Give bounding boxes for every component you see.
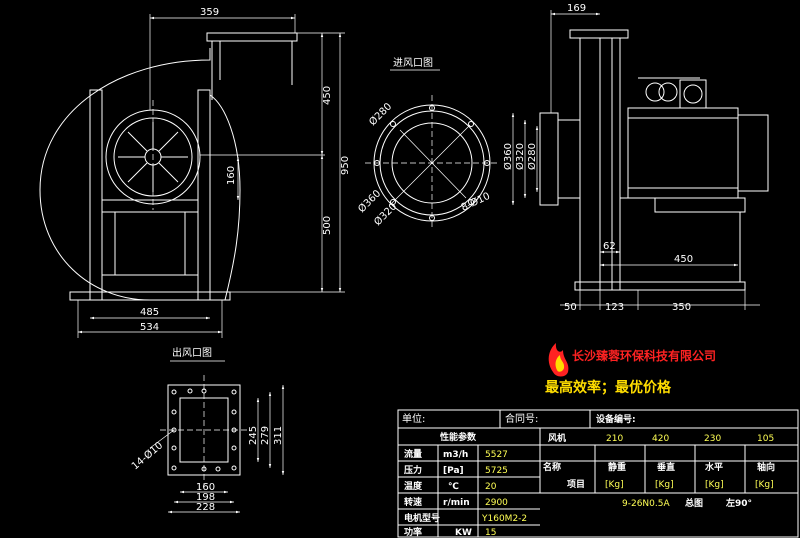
tb-weight-0: 210 xyxy=(606,434,623,444)
tb-row1-value: 5725 xyxy=(485,466,508,476)
tb-row5-unit: KW xyxy=(455,528,472,538)
inlet-view: 进风口图 Ø280 Ø360 Ø320 8-Ø10 xyxy=(356,57,500,230)
tb-row2-unit: ℃ xyxy=(448,482,459,492)
outlet-w3: 228 xyxy=(196,502,215,513)
tb-row4-value: Y160M2-2 xyxy=(481,514,527,524)
tb-device-label: 设备编号: xyxy=(596,413,636,425)
tb-rotation: 左90° xyxy=(725,497,752,509)
tb-row0-unit: m3/h xyxy=(443,450,468,460)
side-view: 169 Ø360 Ø320 Ø280 62 450 50 123 350 xyxy=(502,3,769,313)
flame-logo-icon xyxy=(548,343,569,377)
tb-item-label: 项目 xyxy=(567,479,585,490)
side-d1: Ø360 xyxy=(502,143,514,170)
side-left: 50 xyxy=(564,302,577,313)
tb-total-label: 总图 xyxy=(685,497,703,509)
tb-row3-value: 2900 xyxy=(485,498,508,508)
company-name: 长沙臻蓉环保科技有限公司 xyxy=(572,348,716,363)
inlet-holes: 8-Ø10 xyxy=(459,190,492,214)
outlet-title: 出风口图 xyxy=(172,346,212,359)
outlet-h1: 245 xyxy=(248,426,259,445)
side-offset: 62 xyxy=(603,241,616,252)
tb-weight-3: 105 xyxy=(757,434,774,444)
side-top-dim: 169 xyxy=(567,3,586,14)
tb-row0-value: 5527 xyxy=(485,450,508,460)
front-height-total: 950 xyxy=(340,156,351,175)
front-view: 359 450 950 500 160 485 534 xyxy=(39,7,351,338)
outlet-h3: 311 xyxy=(273,426,284,445)
side-d2: Ø320 xyxy=(514,143,526,170)
tb-wcol1-name: 垂直 xyxy=(657,461,675,473)
tb-row1-label: 压力 xyxy=(404,464,422,476)
inlet-d-outer: Ø360 xyxy=(356,188,384,216)
company-slogan: 最高效率；最优价格 xyxy=(545,379,672,396)
tb-perf-header: 性能参数 xyxy=(440,431,477,443)
tb-row0-label: 流量 xyxy=(404,448,422,460)
tb-row5-value: 15 xyxy=(485,528,496,538)
tb-row3-unit: r/min xyxy=(443,498,470,508)
front-top-dim: 359 xyxy=(200,7,219,18)
inlet-title: 进风口图 xyxy=(393,57,433,69)
outlet-holes: 14-Ø10 xyxy=(129,439,165,472)
tb-wcol3-name: 轴向 xyxy=(757,461,775,473)
tb-wcol0-unit: [Kg] xyxy=(605,480,624,490)
tb-weight-1: 420 xyxy=(652,434,669,444)
tb-wcol2-unit: [Kg] xyxy=(705,480,724,490)
front-hub-dim: 160 xyxy=(226,166,237,185)
tb-name-label: 名称 xyxy=(543,461,561,473)
outlet-w1: 160 xyxy=(196,482,215,493)
tb-fan-label: 风机 xyxy=(548,432,566,444)
front-base-inner: 485 xyxy=(140,307,159,318)
tb-contract-label: 合同号: xyxy=(505,412,538,425)
tb-row5-label: 功率 xyxy=(404,526,422,538)
front-height-lower: 500 xyxy=(322,216,333,235)
outlet-view: 出风口图 245 279 311 160 198 228 14-Ø10 xyxy=(129,346,285,514)
tb-wcol1-unit: [Kg] xyxy=(655,480,674,490)
tb-weight-2: 230 xyxy=(704,434,721,444)
outlet-h2: 279 xyxy=(260,426,271,445)
tb-model: 9-26N0.5A xyxy=(622,499,670,509)
side-right: 350 xyxy=(672,302,691,313)
front-base-outer: 534 xyxy=(140,322,159,333)
outlet-w2: 198 xyxy=(196,492,215,503)
side-length: 450 xyxy=(674,254,693,265)
company-block: 长沙臻蓉环保科技有限公司 最高效率；最优价格 xyxy=(545,343,716,396)
tb-row2-label: 温度 xyxy=(404,480,423,492)
tb-row1-unit: [Pa] xyxy=(443,466,464,476)
tb-unit-label: 单位: xyxy=(402,412,425,425)
side-mid: 123 xyxy=(605,302,624,313)
title-block: 单位: 合同号: 设备编号: 性能参数 风机 流量 m3/h 5527 压力 [… xyxy=(397,409,799,538)
tb-row3-label: 转速 xyxy=(404,496,422,508)
tb-wcol2-name: 水平 xyxy=(705,461,723,473)
tb-wcol0-name: 静重 xyxy=(608,461,626,473)
front-height-upper: 450 xyxy=(322,86,333,105)
tb-row4-label: 电机型号 xyxy=(404,512,440,524)
tb-row2-value: 20 xyxy=(485,482,497,492)
side-d3: Ø280 xyxy=(526,143,538,170)
tb-wcol3-unit: [Kg] xyxy=(755,480,774,490)
inlet-d-bolt: Ø320 xyxy=(372,201,400,229)
